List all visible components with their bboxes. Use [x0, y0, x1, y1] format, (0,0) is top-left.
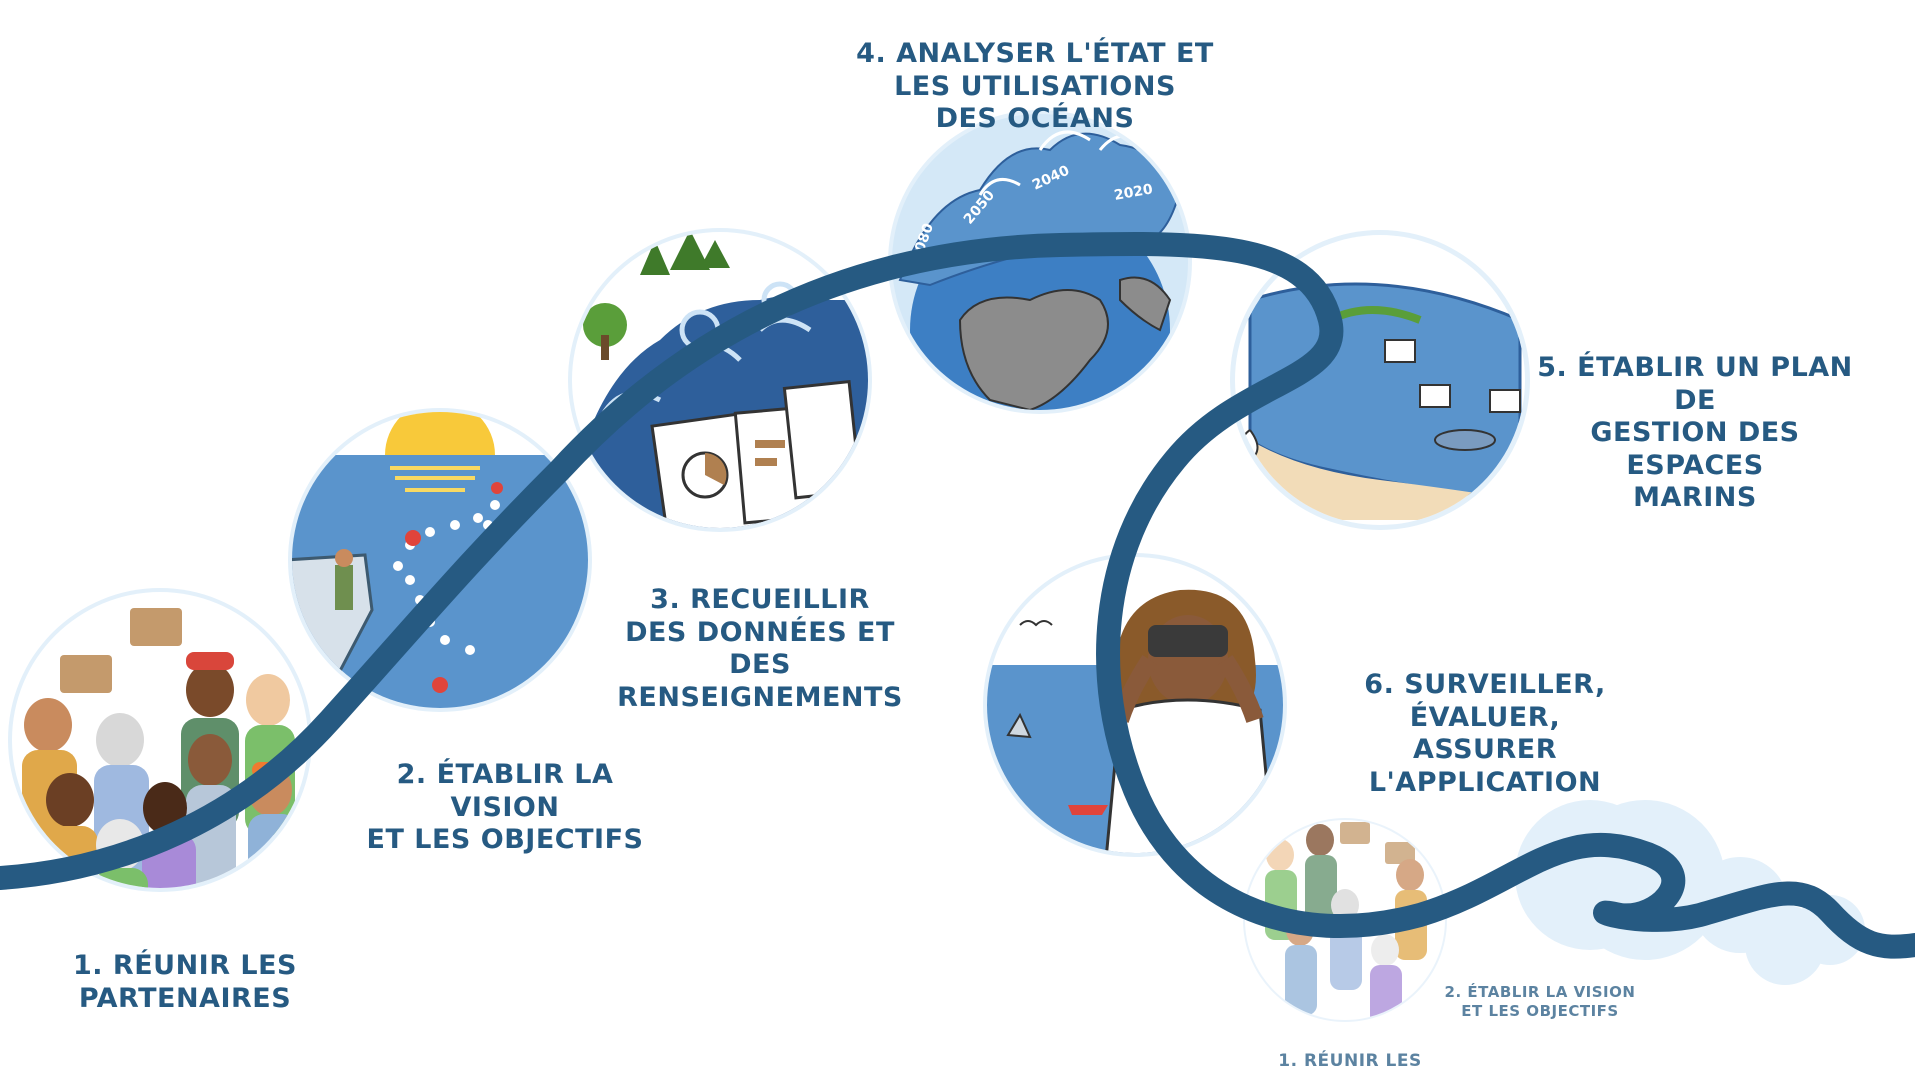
- step-5-number: 5.: [1537, 352, 1568, 384]
- process-path: [0, 231, 1915, 959]
- step-2-label: 2. ÉTABLIR LA VISION ET LES OBJECTIFS: [345, 727, 665, 857]
- step-3-text: RECUEILLIR DES DONNÉES ET DES RENSEIGNEM…: [617, 584, 903, 713]
- globe-wave-icon: 2080 2050 2040 2020: [888, 110, 1192, 414]
- repeat-step-1-number: 1.: [1278, 1051, 1298, 1072]
- step-3-number: 3.: [650, 584, 681, 616]
- wave-year-4: 2020: [1113, 181, 1154, 204]
- step-1-label: 1. RÉUNIR LES PARTENAIRES: [60, 918, 310, 1015]
- step-1-text: RÉUNIR LES PARTENAIRES: [78, 950, 298, 1014]
- step-2-text: ÉTABLIR LA VISION ET LES OBJECTIFS: [366, 759, 644, 856]
- repeat-step-2-number: 2.: [1444, 982, 1462, 1001]
- step-6-text: SURVEILLER, ÉVALUER, ASSURER L'APPLICATI…: [1368, 669, 1606, 798]
- repeat-step-1-label: 1. RÉUNIR LES PARTENAIRES: [1255, 1028, 1445, 1073]
- step-4-text: ANALYSER L'ÉTAT ET LES UTILISATIONS DES …: [894, 38, 1214, 135]
- step-4-label: 4. ANALYSER L'ÉTAT ET LES UTILISATIONS D…: [855, 6, 1215, 136]
- repeat-step-2-label: 2. ÉTABLIR LA VISION ET LES OBJECTIFS: [1440, 964, 1640, 1020]
- step-6-label: 6. SURVEILLER, ÉVALUER, ASSURER L'APPLIC…: [1300, 637, 1670, 799]
- step-2-number: 2.: [396, 759, 427, 791]
- repeat-step-1-text: RÉUNIR LES PARTENAIRES: [1303, 1051, 1422, 1072]
- step-3-label: 3. RECUEILLIR DES DONNÉES ET DES RENSEIG…: [590, 552, 930, 714]
- boat-buoys-icon: [288, 408, 592, 712]
- repeat-step-2-text: ÉTABLIR LA VISION ET LES OBJECTIFS: [1461, 982, 1636, 1020]
- step-5-text: ÉTABLIR UN PLAN DE GESTION DES ESPACES M…: [1577, 352, 1853, 513]
- step-1-number: 1.: [72, 950, 104, 982]
- step-4-number: 4.: [856, 38, 887, 70]
- waves-documents-icon: [568, 228, 872, 532]
- step-5-label: 5. ÉTABLIR UN PLAN DE GESTION DES ESPACE…: [1520, 320, 1870, 514]
- step-6-number: 6.: [1364, 669, 1395, 701]
